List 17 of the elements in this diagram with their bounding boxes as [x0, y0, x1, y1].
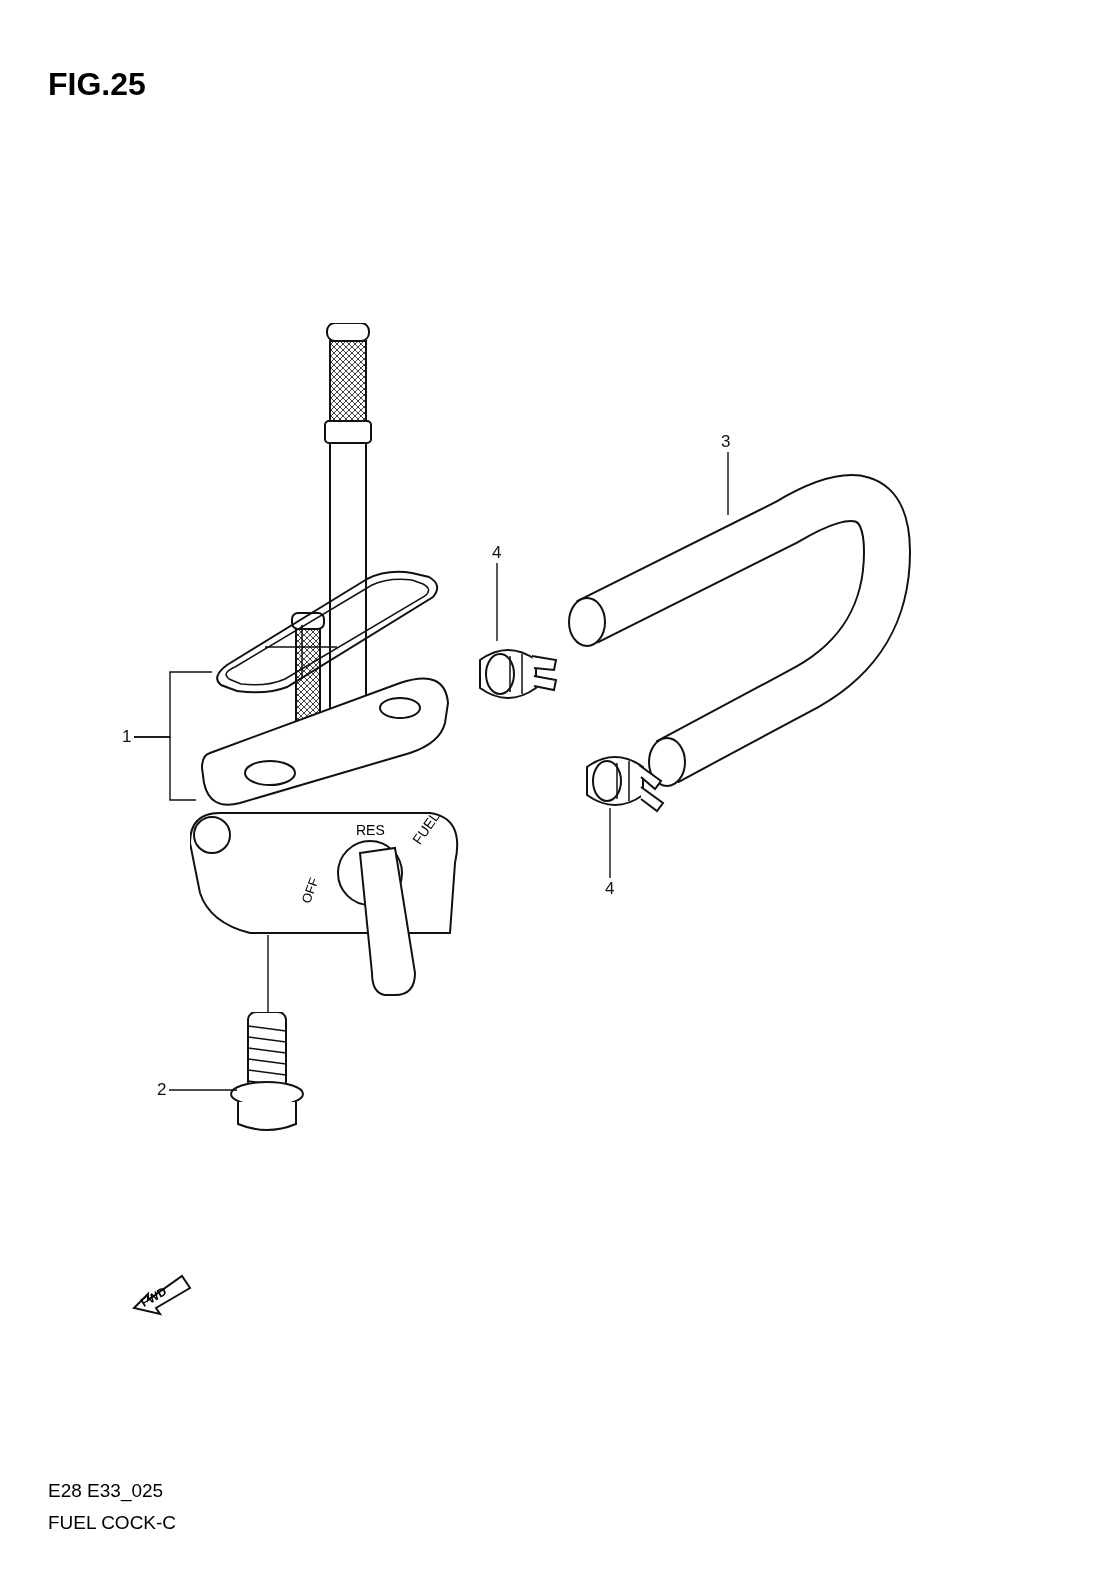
- leader-line: [496, 562, 498, 642]
- direction-label: FWD: [138, 1284, 169, 1310]
- leader-line: [727, 451, 729, 516]
- leader-line: [133, 736, 197, 801]
- callout-number: 4: [492, 544, 502, 562]
- callout-number: 1: [122, 728, 132, 746]
- figure-title: FIG.25: [48, 66, 146, 103]
- leader-line: [168, 1089, 238, 1091]
- leader-line: [609, 807, 611, 879]
- callout-number: 2: [157, 1081, 167, 1099]
- valve-marking: OFF: [298, 875, 322, 906]
- drawing-code: E28 E33_025: [48, 1480, 164, 1502]
- valve-marking: RES: [356, 822, 385, 838]
- figure-caption: FUEL COCK-C: [48, 1512, 177, 1534]
- leader-line: [267, 934, 269, 1013]
- callout-number: 3: [721, 433, 731, 451]
- callout-number: 4: [605, 880, 615, 898]
